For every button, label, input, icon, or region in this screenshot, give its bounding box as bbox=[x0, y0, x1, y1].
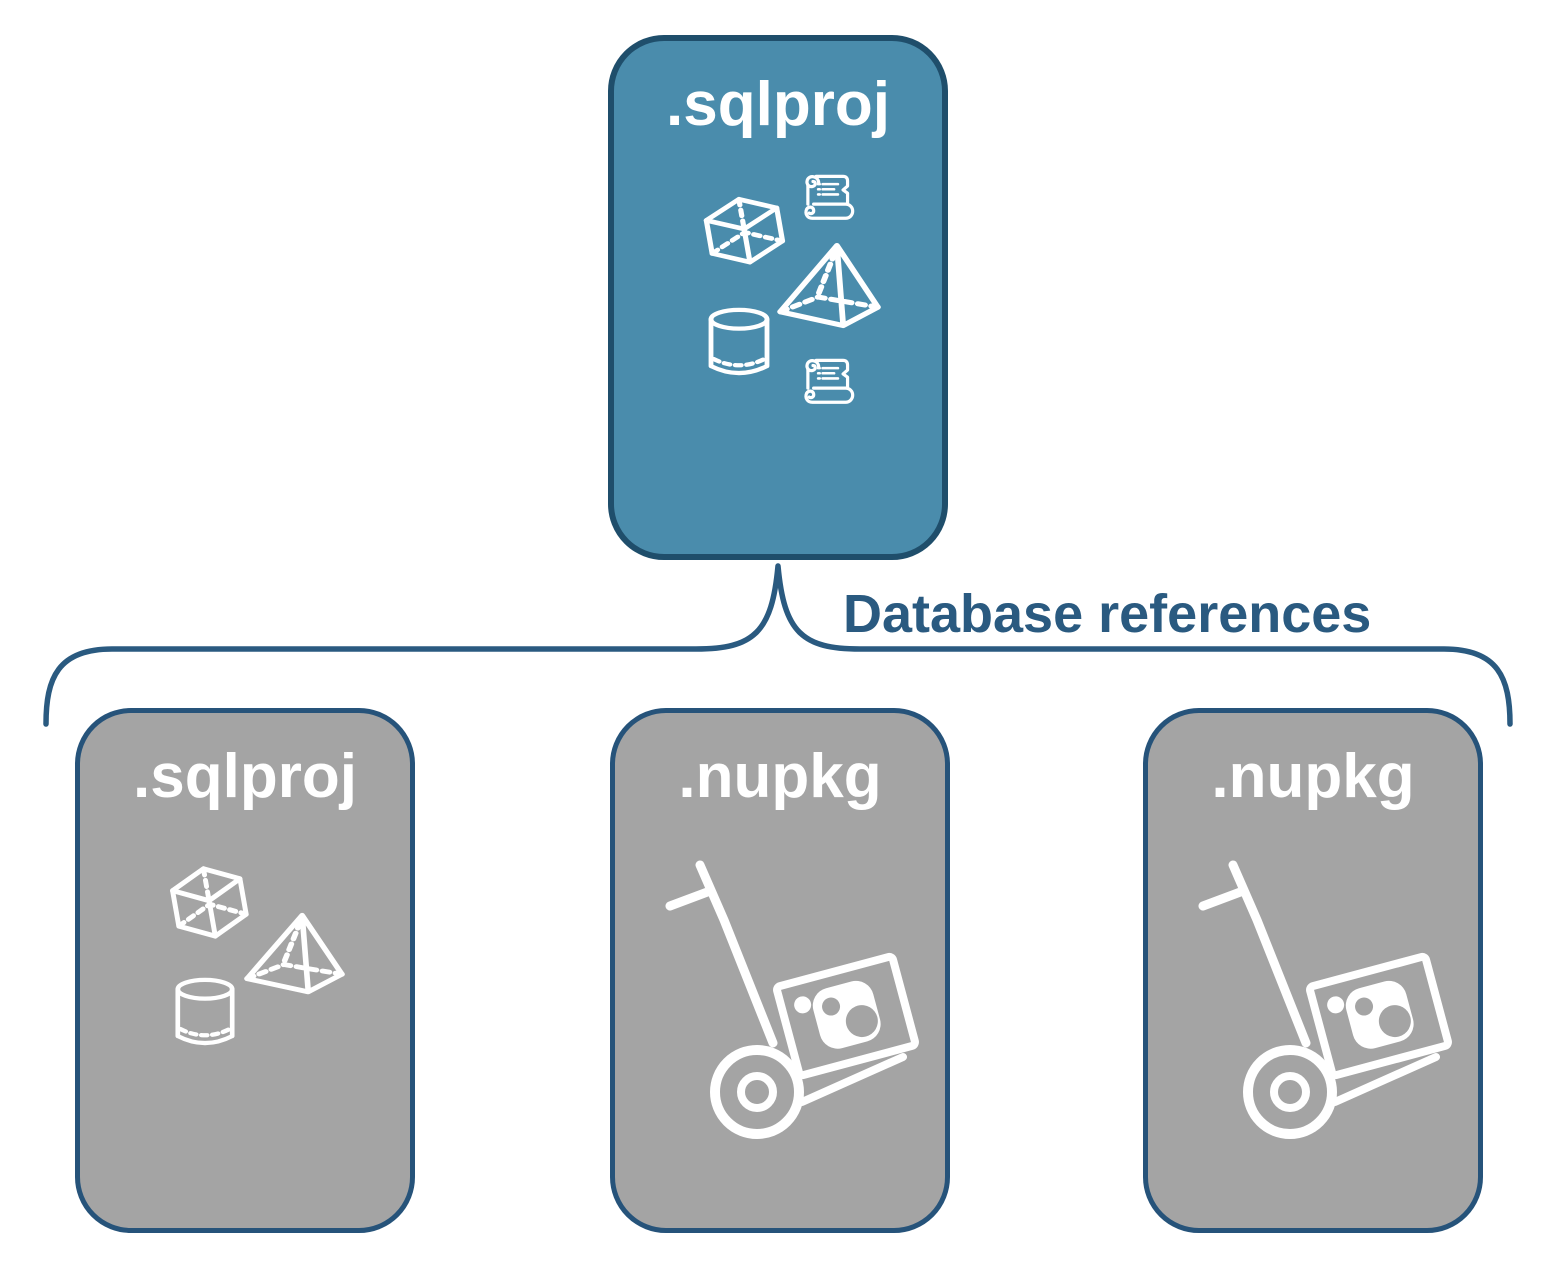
node-sqlproj-child: .sqlproj bbox=[75, 708, 415, 1233]
cylinder-icon bbox=[704, 306, 774, 384]
node-nupkg-child: .nupkg bbox=[1143, 708, 1483, 1233]
root-node-title: .sqlproj bbox=[666, 70, 890, 139]
scroll-icon bbox=[797, 352, 861, 410]
child-node-title: .sqlproj bbox=[133, 742, 357, 811]
pyramid-icon bbox=[243, 910, 345, 998]
hand-truck-nuget-package-icon bbox=[1183, 853, 1483, 1173]
scroll-icon bbox=[797, 168, 861, 226]
hand-truck-nuget-package-icon bbox=[650, 853, 950, 1173]
node-nupkg-child: .nupkg bbox=[610, 708, 950, 1233]
cylinder-icon bbox=[171, 976, 239, 1054]
child-node-title: .nupkg bbox=[678, 742, 882, 811]
child-node-title: .nupkg bbox=[1211, 742, 1415, 811]
pyramid-icon bbox=[776, 240, 881, 332]
edge-label: Database references bbox=[843, 584, 1372, 644]
node-sqlproj-root: .sqlproj bbox=[608, 35, 948, 560]
